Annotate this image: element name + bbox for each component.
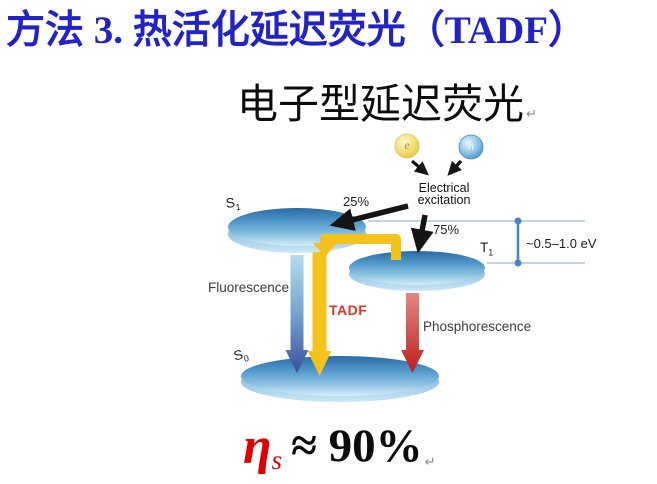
phosphorescence-arrow — [401, 293, 424, 373]
energy-gap-dot-top — [514, 217, 522, 225]
paragraph-return-icon: ↵ — [526, 106, 537, 121]
t1-level-label: T1 — [480, 240, 493, 258]
t1-subscript: 1 — [488, 247, 494, 258]
page-subtitle: 电子型延迟荧光↵ — [237, 70, 537, 130]
hole-label: h — [468, 139, 474, 153]
eta-symbol: η — [243, 418, 272, 475]
energy-gap-dot-bottom — [514, 259, 522, 267]
fluorescence-arrow — [285, 255, 309, 373]
efficiency-formula: η s ≈ 90% ↵ — [243, 421, 436, 474]
tadf-arrow — [307, 252, 332, 376]
triplet-fraction-label: 75% — [433, 222, 460, 237]
page-title: 方法 3. 热活化延迟荧光（TADF） — [6, 9, 588, 52]
excitation-to-s1-arrow — [329, 203, 409, 231]
s0-disk — [241, 356, 439, 396]
hole-ball — [458, 134, 484, 160]
risc-arrowhead — [313, 243, 337, 257]
tadf-label: TADF — [329, 302, 368, 318]
formula-value: ≈ 90% — [291, 420, 423, 472]
t1-letter: T — [480, 240, 489, 255]
fluorescence-label: Fluorescence — [208, 280, 290, 295]
s1-level-label: S1 — [225, 194, 241, 213]
paragraph-return-icon: ↵ — [424, 454, 436, 469]
excitation-line1: Electrical — [418, 181, 470, 195]
eta-subscript: s — [271, 445, 283, 475]
electron-arrow — [410, 159, 429, 176]
risc-path — [320, 234, 401, 260]
subtitle-text: 电子型延迟荧光 — [237, 81, 524, 127]
singlet-fraction-label: 25% — [343, 194, 370, 209]
electron-ball — [394, 133, 420, 159]
energy-gap-label: ~0.5–1.0 eV — [526, 236, 597, 251]
excitation-line2: excitation — [417, 193, 471, 207]
electron-label: e — [404, 138, 410, 152]
t1-disk — [349, 251, 485, 285]
excitation-to-t1-arrow — [410, 214, 434, 254]
hole-arrow — [447, 159, 463, 176]
electrical-excitation-label: Electrical excitation — [402, 181, 486, 207]
phosphorescence-label: Phosphorescence — [423, 319, 532, 334]
